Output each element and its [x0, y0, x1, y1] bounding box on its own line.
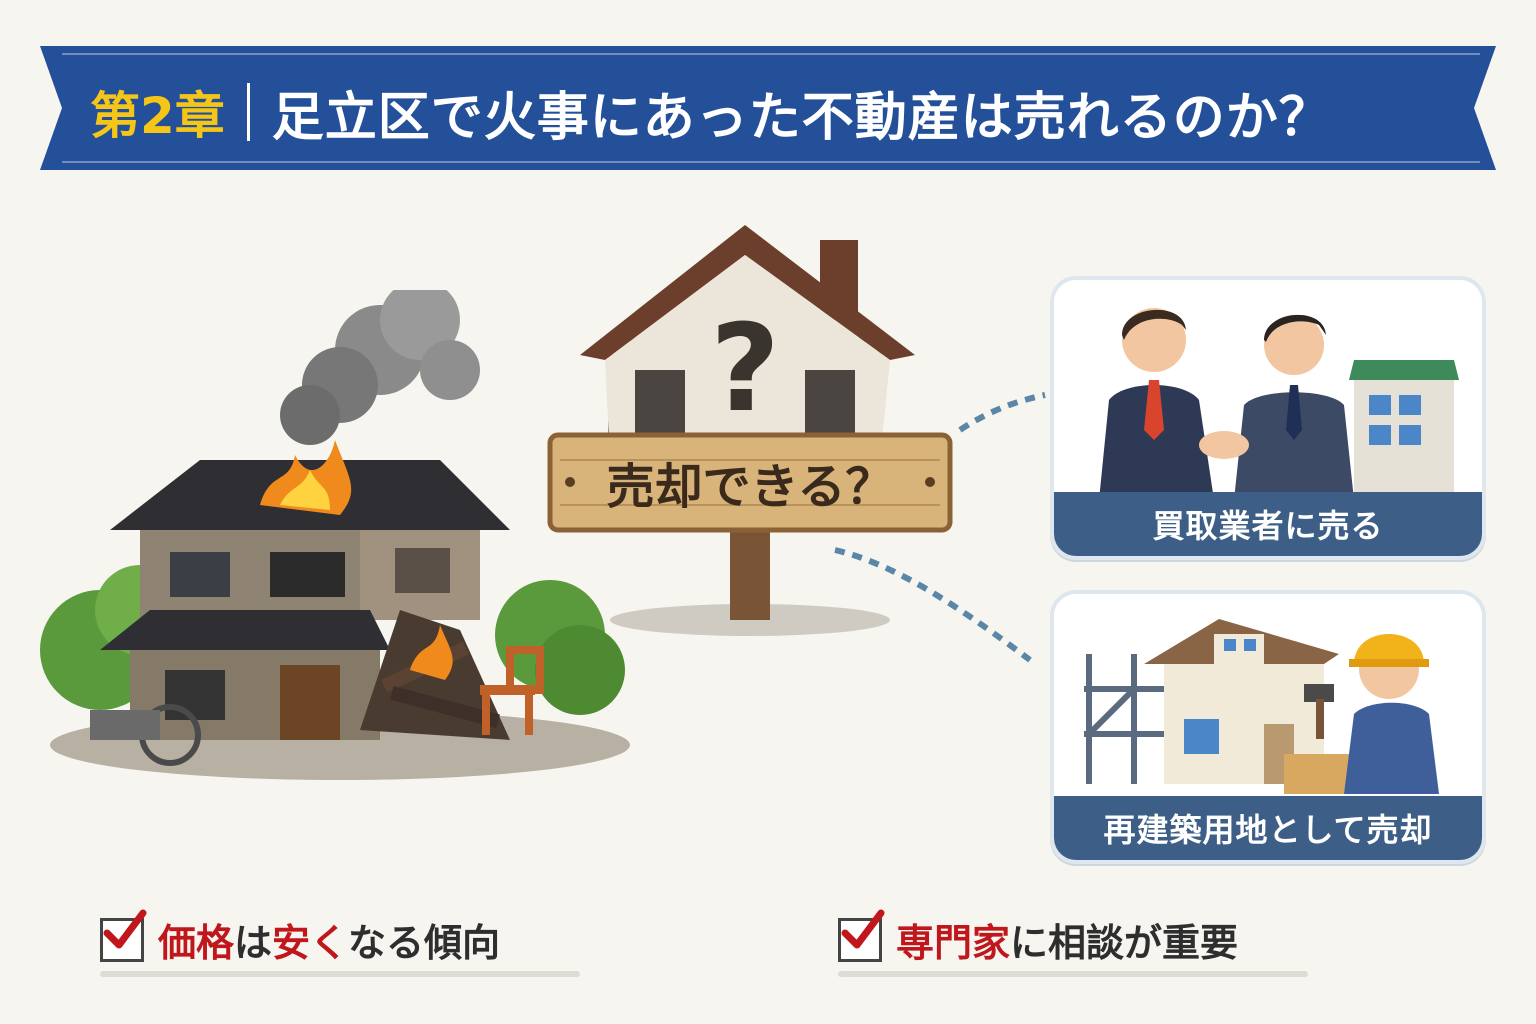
- connector-line-lower: [834, 547, 1032, 663]
- svg-text:?: ?: [710, 300, 780, 439]
- note-price: 価格は安くなる傾向: [100, 909, 580, 977]
- question-house-sign: ?: [547, 225, 953, 636]
- note-price-emphasis-1: 価格: [158, 921, 235, 965]
- note-price-underline: [100, 971, 580, 977]
- chapter-label: 第2章: [90, 87, 225, 145]
- banner-heading: 第2章 足立区で火事にあった不動産は売れるのか？: [90, 72, 1332, 152]
- option-label-rebuild: 再建築用地として売却: [1054, 796, 1482, 860]
- title-banner: [40, 46, 1496, 170]
- note-expert-emphasis: 専門家: [896, 921, 1011, 965]
- option-card-buyer: 買取業者に売る: [1050, 276, 1486, 560]
- option-label-buyer: 買取業者に売る: [1054, 492, 1482, 556]
- option-card-rebuild: 再建築用地として売却: [1050, 590, 1486, 864]
- construction-worker-illustration: [1084, 619, 1439, 794]
- note-expert-underline: [838, 971, 1308, 977]
- banner-divider: [246, 83, 250, 141]
- sign-text: 売却できる？: [606, 459, 894, 515]
- check-icon: [838, 909, 885, 962]
- handshake-illustration: [1099, 308, 1459, 500]
- note-price-plain-1: は: [234, 921, 273, 965]
- note-price-emphasis-2: 安く: [272, 921, 349, 965]
- check-icon: [100, 909, 147, 962]
- note-price-plain-2: なる傾向: [348, 921, 501, 965]
- burned-house-illustration: [40, 290, 630, 780]
- note-expert-plain: に相談が重要: [1010, 921, 1239, 965]
- note-expert: 専門家に相談が重要: [838, 909, 1308, 977]
- page-title: 足立区で火事にあった不動産は売れるのか？: [271, 87, 1332, 148]
